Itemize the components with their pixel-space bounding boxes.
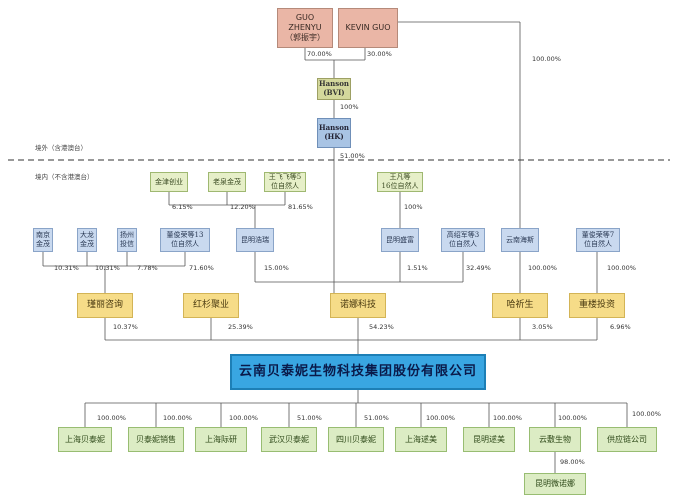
pct-nanjing-jinli: 10.31%: [54, 264, 79, 272]
pct-nuona-main: 54.23%: [369, 323, 394, 331]
pct-jinli-main: 10.37%: [113, 323, 138, 331]
node-wangfan-group: 王凡等 16位自然人: [377, 172, 423, 192]
pct-wangfei-haorui: 81.65%: [288, 203, 313, 211]
pct-kevin-hanson-bvi: 30.00%: [367, 50, 392, 58]
pct-sub-kunming-qiumei: 100.00%: [493, 414, 522, 422]
pct-guo-hanson-bvi: 70.00%: [307, 50, 332, 58]
node-sub-shanghai-betaini: 上海贝泰妮: [58, 427, 112, 452]
overseas-zone-label: 境外（含港澳台）: [35, 144, 87, 152]
node-sub-shanghai-jiyan: 上海际研: [195, 427, 247, 452]
pct-sub-sichuan-betaini: 51.00%: [364, 414, 389, 422]
node-hongshan-juye: 红杉聚业: [183, 293, 239, 318]
pct-hk-nuona: 51.00%: [340, 152, 365, 160]
pct-sub-shanghai-betaini: 100.00%: [97, 414, 126, 422]
pct-hongshan-main: 25.39%: [228, 323, 253, 331]
node-sub-shanghai-qiumei: 上海逑美: [395, 427, 447, 452]
pct-dong7-chonglou: 100.00%: [607, 264, 636, 272]
pct-dalong-jinli: 10.31%: [95, 264, 120, 272]
pct-kevin-yunnan-haisi: 100.00%: [532, 55, 561, 63]
pct-jinjin-haorui: 6.15%: [172, 203, 193, 211]
node-chonglou-touzi: 重楼投资: [569, 293, 625, 318]
pct-dongjun13-jinli: 71.60%: [189, 264, 214, 272]
node-sub-kunming-weinuona: 昆明微诺娜: [524, 473, 586, 495]
pct-bvi-hk: 100%: [340, 103, 359, 111]
node-jinjin-chuangye: 金津创业: [150, 172, 188, 192]
node-sub-wuhan-betaini: 武汉贝泰妮: [261, 427, 317, 452]
pct-yangzhou-jinli: 7.78%: [137, 264, 158, 272]
node-main-company: 云南贝泰妮生物科技集团股份有限公司: [230, 354, 486, 390]
node-haqisheng: 哈祈生: [492, 293, 548, 318]
node-yunnan-haisi: 云南海斯: [501, 228, 539, 252]
node-gaoshaojun-3: 高绍军等3 位自然人: [441, 228, 485, 252]
pct-sub-wuhan-betaini: 51.00%: [297, 414, 322, 422]
node-sub-kunming-qiumei: 昆明逑美: [463, 427, 515, 452]
node-nanjing-jinmao: 南京 金茂: [33, 228, 53, 252]
pct-sub-supply-chain: 100.00%: [632, 410, 661, 418]
pct-sub-shanghai-qiumei: 100.00%: [426, 414, 455, 422]
node-hanson-bvi: Hanson (BVI): [317, 78, 351, 100]
node-sub-supply-chain: 供应链公司: [597, 427, 657, 452]
node-dongjunrong-13: 董俊荣等13 位自然人: [160, 228, 210, 252]
node-kunming-shengfu: 昆明盛富: [381, 228, 419, 252]
node-kevin-guo: KEVIN GUO: [338, 8, 398, 48]
pct-sub-yunfu-bio: 100.00%: [558, 414, 587, 422]
pct-haisi-haqisheng: 100.00%: [528, 264, 557, 272]
node-hanson-hk: Hanson (HK): [317, 118, 351, 148]
node-sub-sichuan-betaini: 四川贝泰妮: [328, 427, 384, 452]
pct-haqisheng-main: 3.05%: [532, 323, 553, 331]
node-sub-betaini-sales: 贝泰妮销售: [128, 427, 184, 452]
node-dalong-jinmao: 大龙 金茂: [77, 228, 97, 252]
node-nuona-keji: 诺娜科技: [330, 293, 386, 318]
node-kunming-haorui: 昆明浩瑞: [236, 228, 274, 252]
pct-sub-betaini-sales: 100.00%: [163, 414, 192, 422]
pct-haorui-nuona: 15.00%: [264, 264, 289, 272]
node-jinli-zixun: 瑾丽咨询: [77, 293, 133, 318]
node-laoquan-jinmao: 老泉金茂: [208, 172, 246, 192]
pct-chonglou-main: 6.96%: [610, 323, 631, 331]
node-yangzhou-touxin: 扬州 投信: [117, 228, 137, 252]
node-sub-yunfu-bio: 云敷生物: [529, 427, 581, 452]
domestic-zone-label: 境内（不含港澳台）: [35, 173, 94, 181]
pct-laoquan-haorui: 12.20%: [230, 203, 255, 211]
pct-wangfan-shengfu: 100%: [404, 203, 423, 211]
pct-shengfu-nuona: 1.51%: [407, 264, 428, 272]
pct-gao-nuona: 32.49%: [466, 264, 491, 272]
node-wangfeifei-group: 王飞飞等5 位自然人: [264, 172, 306, 192]
pct-sub-shanghai-jiyan: 100.00%: [229, 414, 258, 422]
node-guo-zhenyu: GUO ZHENYU （郭振宇）: [277, 8, 333, 48]
node-dongjunrong-7: 董俊荣等7 位自然人: [576, 228, 620, 252]
pct-sub-kunming-weinuona: 98.00%: [560, 458, 585, 466]
